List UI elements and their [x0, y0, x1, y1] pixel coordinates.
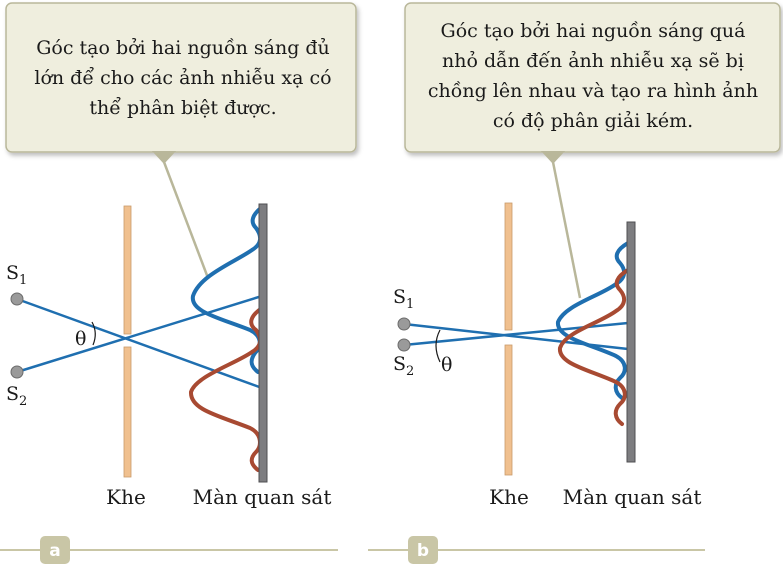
callout-b-line-3: chồng lên nhau và tạo ra hình ảnh: [428, 80, 758, 102]
source-a-s2-label: S2: [6, 383, 27, 409]
slit-a-top: [123, 205, 132, 335]
callout-b-line-4: có độ phân giải kém.: [493, 110, 693, 132]
callout-a-line-3: thể phân biệt được.: [89, 97, 276, 119]
badge-b: [408, 536, 438, 564]
angle-b-label: θ: [441, 354, 452, 376]
callout-b-line-1: Góc tạo bởi hai nguồn sáng quá: [441, 20, 746, 42]
slit-b-label: Khe: [489, 485, 529, 509]
screen-b-label: Màn quan sát: [563, 485, 702, 509]
wave-a-red: [188, 306, 264, 472]
panel-b: Góc tạo bởi hai nguồn sáng quá nhỏ dẫn đ…: [368, 2, 781, 564]
slit-a-bottom: [123, 346, 132, 478]
callout-b: Góc tạo bởi hai nguồn sáng quá nhỏ dẫn đ…: [404, 2, 781, 299]
source-a-s1-dot: [10, 292, 24, 306]
slit-b-top: [504, 202, 513, 331]
callout-a: Góc tạo bởi hai nguồn sáng đủ lớn để cho…: [5, 2, 357, 279]
source-b-s2-label: S2: [393, 353, 414, 379]
badge-b-label: b: [417, 541, 429, 561]
source-b-s2-dot: [397, 338, 411, 352]
angle-arc-a: [91, 321, 96, 346]
callout-a-line-2: lớn để cho các ảnh nhiễu xạ có: [34, 67, 331, 89]
wave-b-red: [558, 268, 630, 426]
badge-a-label: a: [49, 541, 60, 561]
wave-b-blue: [556, 241, 630, 400]
angle-a-label: θ: [75, 328, 86, 350]
source-b-s1-dot: [397, 317, 411, 331]
source-a-s2-dot: [10, 365, 24, 379]
screen-a-label: Màn quan sát: [193, 485, 332, 509]
wave-a-blue: [190, 205, 264, 374]
slit-b-bottom: [504, 344, 513, 476]
screen-b: [626, 221, 636, 463]
badge-a: [40, 536, 70, 564]
source-a-s1-label: S1: [6, 262, 27, 288]
callout-a-line-1: Góc tạo bởi hai nguồn sáng đủ: [36, 37, 330, 59]
ray-a-s2: [16, 294, 263, 374]
callout-b-line-2: nhỏ dẫn đến ảnh nhiễu xạ sẽ bị: [442, 50, 744, 72]
ray-a-s1: [16, 297, 263, 390]
screen-a: [258, 203, 268, 483]
angle-arc-b: [435, 329, 441, 363]
panel-a: Góc tạo bởi hai nguồn sáng đủ lớn để cho…: [0, 2, 357, 564]
slit-a-label: Khe: [106, 485, 146, 509]
source-b-s1-label: S1: [393, 286, 414, 312]
